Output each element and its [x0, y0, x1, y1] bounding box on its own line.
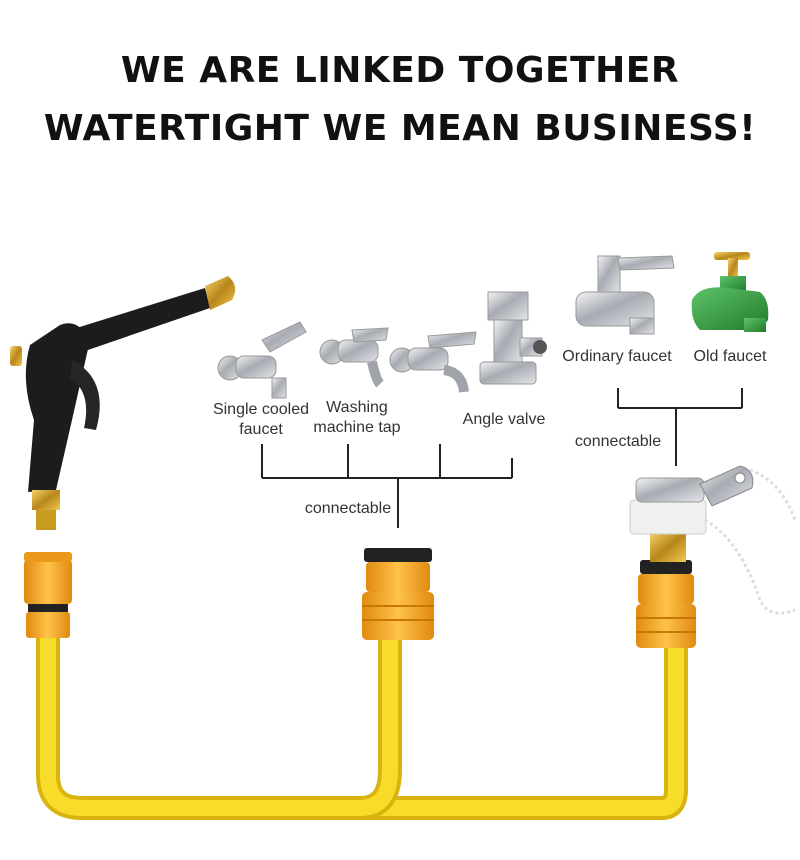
spray-gun [10, 276, 236, 530]
washing-machine-tap-2-icon [389, 331, 477, 393]
label-washing-machine-tap: Washing machine tap [302, 398, 412, 438]
label-single-cooled-line2: faucet [239, 421, 283, 438]
label-connectable-right: connectable [574, 433, 662, 450]
middle-hose-connector [362, 548, 434, 640]
right-connect-bracket [617, 388, 743, 466]
angle-valve-icon [479, 291, 547, 385]
old-faucet-icon [691, 252, 769, 332]
washing-machine-tap-icon [319, 327, 389, 388]
label-ordinary-faucet: Ordinary faucet [562, 348, 672, 365]
garden-hose [36, 630, 688, 820]
label-connectable-left: connectable [304, 500, 392, 517]
label-single-cooled-faucet: Single cooled faucet [206, 400, 316, 440]
label-old-faucet: Old faucet [693, 348, 767, 365]
right-hose-connector [629, 465, 797, 648]
headline-line-2: WATERTIGHT WE MEAN BUSINESS! [43, 108, 757, 149]
left-connect-bracket [261, 444, 513, 528]
label-washing-line2: machine tap [313, 419, 401, 436]
left-hose-connector [24, 552, 72, 638]
label-single-cooled-line1: Single cooled [212, 401, 310, 418]
label-angle-valve: Angle valve [462, 411, 546, 428]
single-cooled-faucet-icon [217, 321, 307, 399]
headline-line-1: WE ARE LINKED TOGETHER [120, 50, 680, 91]
label-washing-line1: Washing [326, 399, 388, 416]
ordinary-faucet-icon [575, 255, 675, 335]
